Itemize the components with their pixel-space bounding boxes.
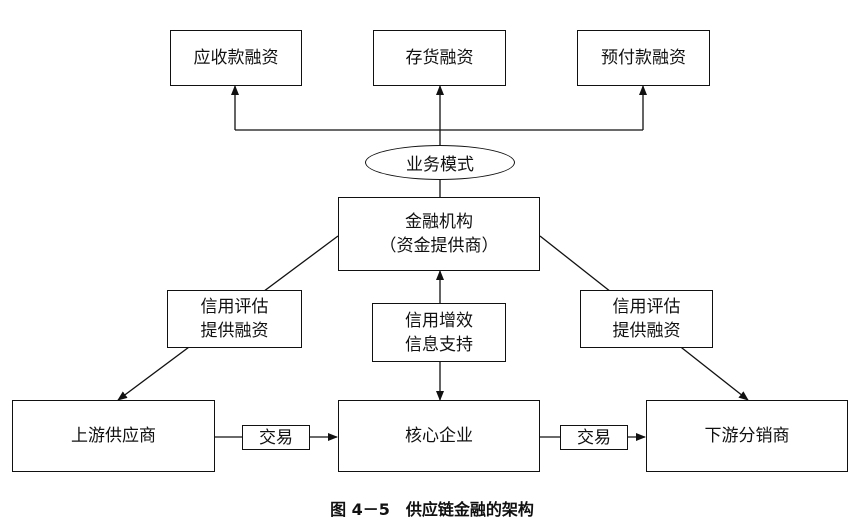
receivables-financing-box: 应收款融资 <box>170 30 302 86</box>
business-model-ellipse: 业务模式 <box>365 145 515 180</box>
upstream-supplier-box: 上游供应商 <box>12 400 215 472</box>
inventory-financing-label: 存货融资 <box>405 48 474 68</box>
credit-left-line2: 提供融资 <box>200 321 269 341</box>
trade-left-label: 交易 <box>259 427 293 448</box>
downstream-distributor-label: 下游分销商 <box>704 426 790 446</box>
core-enterprise-label: 核心企业 <box>405 426 473 446</box>
inventory-financing-box: 存货融资 <box>373 30 506 86</box>
financial-institution-sublabel: （资金提供商） <box>379 236 499 256</box>
credit-right-line2: 提供融资 <box>612 321 681 341</box>
business-model-label: 业务模式 <box>406 155 474 175</box>
upstream-supplier-label: 上游供应商 <box>71 426 156 446</box>
trade-left-box: 交易 <box>242 425 310 450</box>
financial-institution-label: 金融机构 <box>405 212 473 232</box>
downstream-distributor-box: 下游分销商 <box>646 400 848 472</box>
credit-right-line1: 信用评估 <box>612 297 681 317</box>
receivables-financing-label: 应收款融资 <box>193 48 279 68</box>
core-enterprise-box: 核心企业 <box>338 400 540 472</box>
prepayment-financing-label: 预付款融资 <box>601 48 686 68</box>
trade-right-label: 交易 <box>577 427 611 448</box>
credit-left-box: 信用评估 提供融资 <box>167 290 302 348</box>
prepayment-financing-box: 预付款融资 <box>577 30 710 86</box>
credit-right-box: 信用评估 提供融资 <box>580 290 713 348</box>
credit-center-box: 信用增效 信息支持 <box>372 303 506 362</box>
trade-right-box: 交易 <box>560 425 628 450</box>
credit-center-line1: 信用增效 <box>405 310 473 331</box>
figure-caption: 图 4－5 供应链金融的架构 <box>330 500 534 519</box>
credit-center-line2: 信息支持 <box>405 334 473 355</box>
credit-left-line1: 信用评估 <box>200 297 269 317</box>
financial-institution-box: 金融机构 （资金提供商） <box>338 197 540 271</box>
